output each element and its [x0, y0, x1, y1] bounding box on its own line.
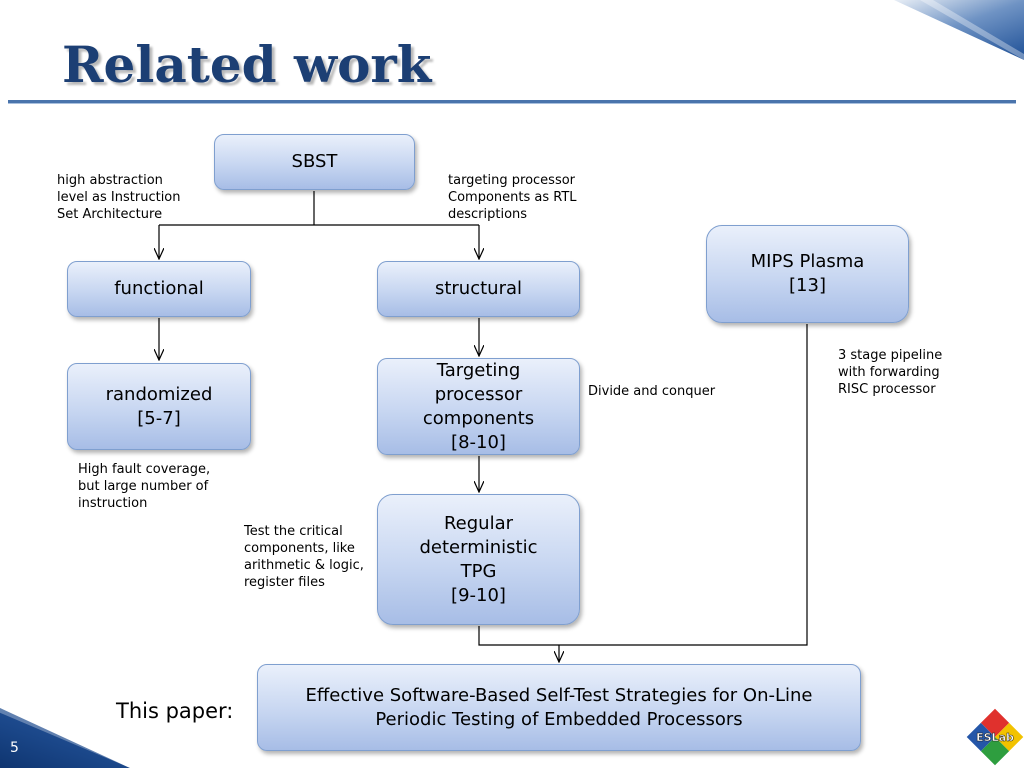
logo-quadrant-blue — [966, 722, 995, 752]
note-structural: targeting processor Components as RTL de… — [448, 173, 577, 222]
logo-quadrant-red — [980, 708, 1010, 737]
note-regular-tpg: Test the critical components, like arith… — [244, 524, 364, 590]
node-targeting-components: Targeting processor components [8-10] — [377, 358, 580, 455]
node-regular-deterministic-tpg: Regular deterministic TPG [9-10] — [377, 494, 580, 625]
title-divider — [8, 100, 1016, 104]
node-sbst-label: SBST — [291, 151, 338, 172]
note-targeting: Divide and conquer — [588, 384, 716, 399]
logo-quadrant-yellow — [995, 722, 1024, 752]
node-randomized-label: randomized [5-7] — [105, 383, 213, 429]
node-structural-label: structural — [434, 278, 523, 299]
node-regular-deterministic-tpg-label: Regular deterministic TPG [9-10] — [419, 512, 538, 606]
connector-mips-merge — [559, 324, 808, 646]
node-functional: functional — [67, 261, 251, 317]
logo-quadrant-green — [980, 737, 1010, 766]
logo-text: ESLab — [976, 731, 1014, 744]
node-mips-plasma-label: MIPS Plasma [13] — [750, 251, 865, 296]
note-functional: high abstraction level as Instruction Se… — [57, 173, 181, 222]
node-randomized: randomized [5-7] — [67, 363, 251, 450]
node-sbst: SBST — [214, 134, 415, 190]
note-randomized: High fault coverage, but large number of… — [78, 462, 211, 511]
eslab-logo: ESLab — [966, 708, 1024, 766]
node-functional-label: functional — [114, 278, 204, 299]
node-targeting-components-label: Targeting processor components [8-10] — [422, 359, 535, 453]
note-mips-plasma: 3 stage pipeline with forwarding RISC pr… — [838, 348, 943, 397]
node-mips-plasma: MIPS Plasma [13] — [706, 225, 909, 323]
node-this-paper: Effective Software-Based Self-Test Strat… — [257, 664, 861, 751]
connector-regular-merge — [478, 626, 559, 646]
node-this-paper-label: Effective Software-Based Self-Test Strat… — [305, 684, 813, 730]
slide-title: Related work — [62, 35, 432, 94]
this-paper-label: This paper: — [116, 699, 234, 723]
slide-number: 5 — [10, 740, 19, 756]
node-structural: structural — [377, 261, 580, 317]
